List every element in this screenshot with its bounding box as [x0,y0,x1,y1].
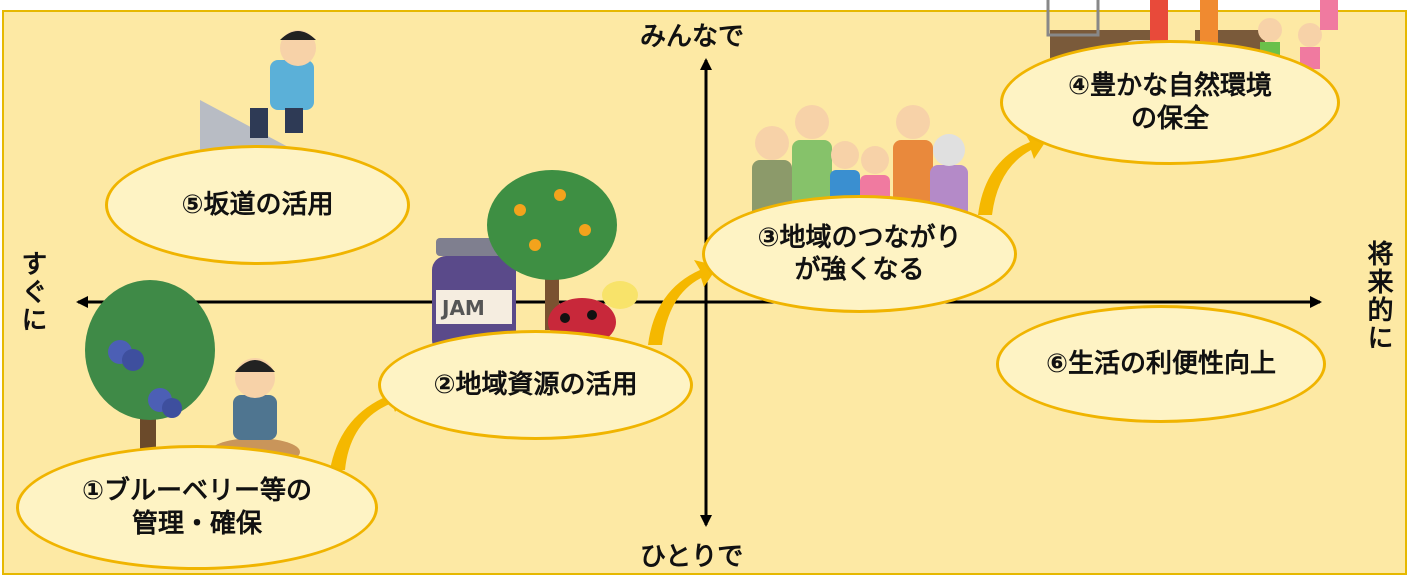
arrow-2-to-3 [648,260,718,345]
jam-label: JAM [440,296,485,320]
axis-bottom-label: ひとりで [640,542,744,572]
item-5-ellipse: ⑤坂道の活用 [105,145,410,265]
blueberry-tree-icon [85,280,215,480]
item-2-ellipse: ②地域資源の活用 [378,330,693,440]
item-4-line2: の保全 [1130,103,1209,134]
jam-jar-icon: JAM [432,238,516,354]
item-3-line1: ③地域のつながり [757,222,962,253]
axis-right-label: 将来的に [1363,240,1393,352]
item-4-line1: ④豊かな自然環境 [1067,71,1272,101]
item-5-line1: ⑤坂道の活用 [181,189,334,220]
item-1-line2: 管理・確保 [131,508,262,539]
axis-left-label: すぐに [17,250,47,334]
item-1-line1: ①ブルーベリー等の [81,476,312,506]
item-2-line1: ②地域資源の活用 [433,369,638,400]
item-1-ellipse: ①ブルーベリー等の 管理・確保 [16,445,378,570]
arrow-3-to-4 [978,132,1048,215]
item-4-ellipse: ④豊かな自然環境 の保全 [1000,40,1340,165]
item-6-line1: ⑥生活の利便性向上 [1045,348,1276,379]
fruit-tree-icon [487,170,617,330]
item-3-line2: が強くなる [794,255,925,285]
axis-top-label: みんなで [640,22,745,52]
item-6-ellipse: ⑥生活の利便性向上 [996,305,1326,423]
item-3-ellipse: ③地域のつながり が強くなる [702,195,1017,313]
